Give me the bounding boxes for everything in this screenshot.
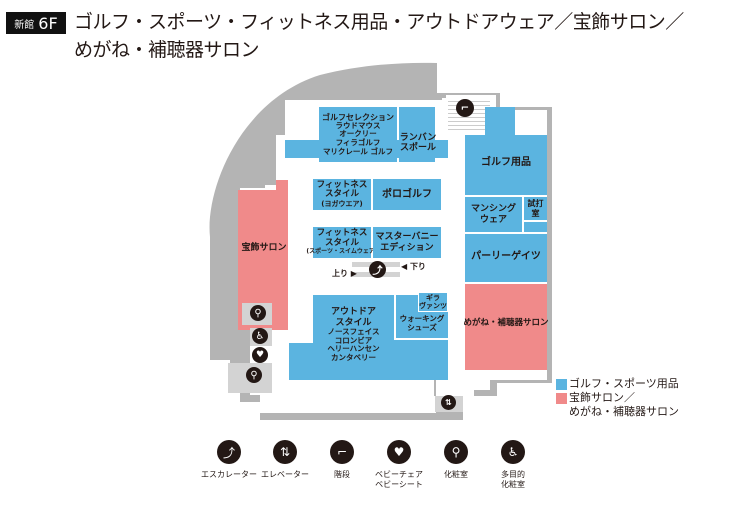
- shop-optical-salon[interactable]: めがね・補聴器サロン: [464, 284, 549, 370]
- accessible-restroom-icon: ♿: [501, 440, 525, 464]
- shop-outdoor-style-name: アウトドア スタイル: [330, 307, 376, 328]
- shop-lanvin-sport-name: ランバン スポール: [399, 132, 437, 153]
- legend-salon: 宝飾サロン／: [556, 391, 679, 405]
- shop-jewelry-salon-name: 宝飾サロン: [241, 242, 287, 253]
- baby-chair-icon: ♥: [252, 347, 268, 363]
- shop-outdoor-style-ext2: [394, 340, 448, 380]
- accessible-restroom-icon: ♿: [252, 328, 268, 344]
- escalator-icon: ⤴: [369, 261, 386, 278]
- page-title: ゴルフ・スポーツ・フィットネス用品・アウトドアウェア／宝飾サロン／めがね・補聴器…: [74, 11, 684, 61]
- facility-restroom: ⚲ 化粧室: [426, 440, 486, 480]
- shop-fitness-swim[interactable]: フィットネス スタイル (スポーツ・スイムウェア): [306, 227, 378, 258]
- shop-golf-goods[interactable]: ゴルフ用品: [465, 135, 547, 195]
- legend-sports: ゴルフ・スポーツ用品: [556, 377, 679, 391]
- elevator-icon: ⇅: [441, 395, 456, 410]
- floor-badge: 新館 6F: [6, 12, 66, 34]
- restroom-men-icon: ⚲: [250, 305, 266, 321]
- shop-pearly-gates[interactable]: パーリーゲイツ: [465, 234, 547, 282]
- shop-outdoor-style[interactable]: [313, 295, 394, 380]
- escalator-up-label: 上り ▶: [332, 269, 357, 278]
- legend-swatch-blue: [556, 378, 567, 390]
- restroom-women-icon: ⚲: [246, 367, 262, 383]
- facility-elevator: ⇅ エレベーター: [255, 440, 315, 480]
- baby-chair-icon: ♥: [387, 440, 411, 464]
- trial-room-sub: [524, 222, 547, 232]
- facility-accessible-restroom: ♿ 多目的 化粧室: [483, 440, 543, 490]
- facility-baby-chair: ♥ ベビーチェア ベビーシート: [369, 440, 429, 490]
- shop-golf-selection[interactable]: [319, 107, 397, 162]
- shop-master-bunny[interactable]: マスターバニー エディション: [373, 227, 441, 258]
- shop-munsingwear[interactable]: マンシング ウェア: [465, 197, 522, 232]
- facility-escalator: ⤴ エスカレーター: [199, 440, 259, 480]
- escalator-icon: ⤴: [217, 440, 241, 464]
- floor-label: 6F: [38, 13, 58, 33]
- elevator-icon: ⇅: [273, 440, 297, 464]
- stairs-icon: ⌐: [330, 440, 354, 464]
- facility-stairs: ⌐ 階段: [312, 440, 372, 480]
- shop-outdoor-style-ext: [289, 343, 315, 380]
- stairs-icon: ⌐: [456, 99, 474, 117]
- shop-jewelry-salon-ext: [276, 180, 288, 330]
- shop-zerah-vans[interactable]: ギラ ヴァンツ: [418, 292, 448, 312]
- shop-fitness-yoga[interactable]: フィットネス スタイル (ヨガウエア): [313, 179, 371, 210]
- trial-room[interactable]: 試打室: [524, 197, 547, 220]
- shop-golf-goods-ext: [485, 107, 515, 137]
- restroom-icon: ⚲: [444, 440, 468, 464]
- escalator-down-label: ◀ 下り: [401, 262, 426, 271]
- legend-swatch-pink: [556, 392, 567, 404]
- legend: ゴルフ・スポーツ用品 宝飾サロン／ めがね・補聴器サロン: [556, 377, 679, 419]
- shop-golf-selection-name: ゴルフセレクション: [322, 112, 394, 122]
- shop-lanvin-sport[interactable]: [399, 107, 435, 162]
- building-label: 新館: [14, 19, 35, 31]
- shop-polo-golf[interactable]: ポロゴルフ: [373, 179, 441, 210]
